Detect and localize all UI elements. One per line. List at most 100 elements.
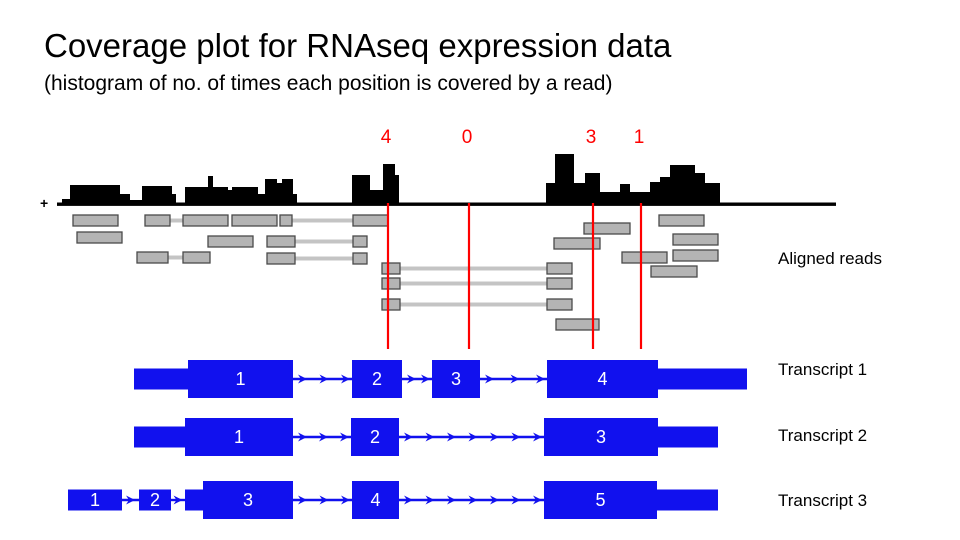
coverage-bar: [228, 190, 232, 203]
intron-arrowhead: [421, 374, 430, 384]
intron-arrowhead: [511, 432, 521, 442]
transcript-exon: [188, 360, 293, 398]
read-block: [381, 277, 401, 290]
coverage-bar: [546, 183, 555, 203]
junction-count-label: 1: [634, 127, 645, 148]
transcript-utr: [134, 426, 185, 448]
intron-arrowhead: [298, 374, 307, 384]
read-block: [266, 252, 296, 265]
read-block: [553, 237, 601, 250]
transcript-1-label: Transcript 1: [778, 360, 868, 379]
coverage-bar: [574, 183, 585, 203]
coverage-bar: [705, 183, 720, 203]
exon-number-label: 4: [370, 490, 380, 510]
read-block: [381, 298, 401, 311]
intron-arrowhead: [126, 495, 135, 505]
transcript-utr: [185, 489, 203, 511]
read-block: [182, 214, 229, 227]
read-block: [352, 235, 368, 248]
coverage-bar: [213, 187, 228, 203]
read-block: [72, 214, 119, 227]
coverage-bar: [120, 194, 130, 203]
intron-arrowhead: [510, 374, 520, 384]
exon-number-label: 1: [235, 369, 245, 389]
coverage-bar: [185, 187, 208, 203]
coverage-bar: [282, 179, 293, 203]
transcript-exon: [351, 418, 399, 456]
junction-count-label: 3: [586, 127, 597, 148]
exon-number-label: 3: [451, 369, 461, 389]
coverage-bar: [265, 179, 277, 203]
intron-arrowhead: [340, 432, 349, 442]
transcript-exon: [352, 481, 399, 519]
intron-arrowhead: [319, 432, 328, 442]
read-block: [672, 249, 719, 262]
exon-number-label: 3: [596, 427, 606, 447]
intron-arrowhead: [425, 495, 435, 505]
plus-strand-label: +: [40, 195, 49, 211]
figure-subtitle: (histogram of no. of times each position…: [44, 72, 613, 95]
coverage-bar: [630, 192, 650, 203]
read-block: [144, 214, 171, 227]
read-block: [546, 262, 573, 275]
coverage-bar: [670, 165, 695, 203]
intron-arrowhead: [319, 374, 329, 384]
intron-arrowhead: [511, 495, 521, 505]
intron-arrowhead: [425, 432, 435, 442]
intron-arrowhead: [490, 432, 499, 442]
read-block: [650, 265, 698, 278]
read-block: [583, 222, 631, 235]
intron-arrowhead: [298, 432, 307, 442]
intron-arrowhead: [490, 495, 499, 505]
coverage-bar: [600, 192, 620, 203]
intron-arrowhead: [319, 495, 329, 505]
coverage-bar: [130, 200, 142, 203]
intron-arrowhead: [404, 495, 413, 505]
intron-arrowhead: [173, 495, 183, 505]
coverage-bar: [258, 194, 265, 203]
intron-arrowhead: [298, 495, 307, 505]
coverage-bar: [208, 176, 213, 203]
coverage-bar: [650, 182, 660, 203]
coverage-bar: [232, 187, 258, 203]
read-block: [352, 214, 389, 227]
intron-arrowhead: [341, 374, 350, 384]
coverage-bar: [585, 173, 600, 203]
transcript-exon: [547, 360, 658, 398]
coverage-bar: [277, 183, 282, 203]
coverage-bar: [352, 175, 370, 203]
intron-arrowhead: [533, 432, 542, 442]
intron-arrowhead: [341, 495, 350, 505]
exon-number-label: 2: [370, 427, 380, 447]
intron-arrowhead: [485, 374, 494, 384]
read-block: [621, 251, 668, 264]
coverage-bar: [293, 194, 297, 203]
exon-number-label: 4: [597, 369, 607, 389]
read-block: [381, 262, 401, 275]
coverage-bar: [62, 199, 70, 203]
coverage-bar: [383, 164, 395, 203]
intron-arrowhead: [533, 495, 542, 505]
coverage-bar: [370, 190, 383, 203]
read-block: [352, 252, 368, 265]
transcript-exon-small: [139, 489, 171, 511]
read-block: [672, 233, 719, 246]
coverage-bar: [172, 194, 176, 203]
transcript-3-label: Transcript 3: [778, 491, 868, 510]
transcript-utr: [658, 426, 718, 448]
transcript-utr: [658, 368, 747, 390]
transcript-utr: [134, 368, 188, 390]
transcript-exon: [544, 418, 658, 456]
coverage-bar: [70, 185, 120, 203]
intron-arrowhead: [447, 495, 456, 505]
read-block: [555, 318, 600, 331]
transcript-exon: [432, 360, 480, 398]
transcript-exon: [203, 481, 293, 519]
genome-axis-line: [57, 202, 836, 206]
junction-count-label: 0: [462, 127, 473, 148]
coverage-bar: [620, 184, 630, 203]
coverage-bar: [660, 177, 670, 203]
read-block: [658, 214, 705, 227]
